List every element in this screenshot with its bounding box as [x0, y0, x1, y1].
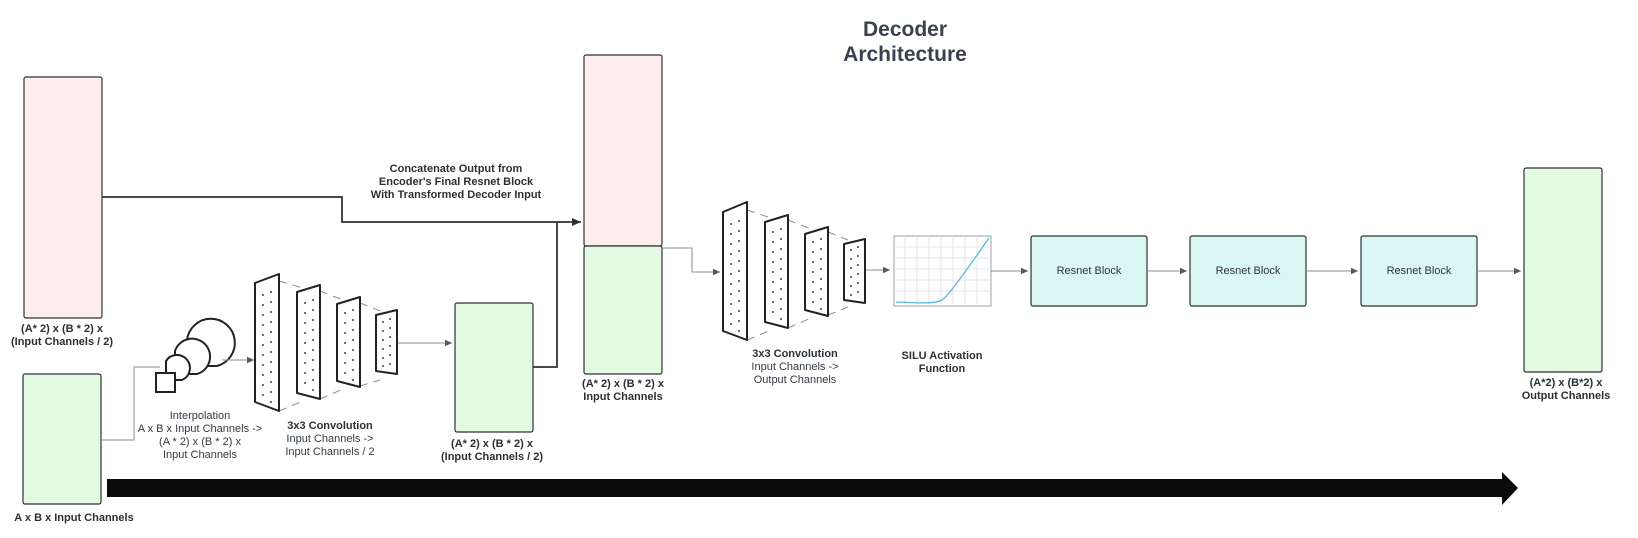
conv2-label-line: Input Channels ->: [751, 361, 839, 373]
flow-direction-arrow: [107, 472, 1518, 505]
skip-connection-arrow: [102, 196, 581, 226]
conv2-label-title: 3x3 Convolution: [752, 348, 838, 360]
concat-tensor-decoder-part: [583, 245, 663, 375]
input-label: A x B x Input Channels: [14, 512, 134, 524]
silu-label: SILU Activation Function: [902, 350, 983, 376]
concat-label: Concatenate Output from Encoder's Final …: [371, 163, 541, 202]
conv1-output-label-line: (A* 2) x (B * 2) x: [451, 438, 533, 450]
final-output-tensor: [1523, 167, 1603, 373]
final-output-label-line: (A*2) x (B*2) x: [1529, 377, 1603, 389]
encoder-skip-tensor: [23, 76, 103, 319]
concat-label-line: Encoder's Final Resnet Block: [378, 176, 534, 188]
conv2-label: 3x3 Convolution Input Channels -> Output…: [751, 348, 838, 387]
input-tensor: [22, 373, 102, 505]
conv1-label-line: Input Channels / 2: [285, 446, 375, 458]
conv1-output-label: (A* 2) x (B * 2) x (Input Channels / 2): [441, 438, 543, 464]
diagram-title: Decoder Architecture: [843, 17, 967, 67]
silu-activation-plot: [893, 235, 992, 307]
concat-label-line: Concatenate Output from: [389, 163, 523, 175]
encoder-skip-label-line: (A* 2) x (B * 2) x: [21, 323, 103, 335]
resnet-block-1: Resnet Block: [1030, 235, 1148, 307]
resnet-block-1-label: Resnet Block: [1057, 265, 1122, 277]
final-output-label-line: Output Channels: [1521, 390, 1611, 402]
encoder-skip-label-line: (Input Channels / 2): [10, 336, 114, 348]
input-to-interp-arrow: [101, 366, 160, 441]
concat-to-conv2-arrow: [662, 247, 720, 276]
resnet-block-3: Resnet Block: [1360, 235, 1478, 307]
interpolation-label: Interpolation A x B x Input Channels -> …: [138, 410, 262, 462]
silu-label-line: SILU Activation: [901, 350, 983, 362]
interpolation-label-line: (A * 2) x (B * 2) x: [159, 436, 241, 448]
conv1-label-line: Input Channels ->: [286, 433, 374, 445]
conv1-icon: [254, 273, 398, 412]
concat-label-line: With Transformed Decoder Input: [370, 189, 542, 201]
interpolation-label-line: A x B x Input Channels ->: [137, 423, 263, 435]
resnet-block-2-label: Resnet Block: [1216, 265, 1281, 277]
concat-tensor-encoder-part: [583, 54, 663, 247]
diagram-title-line-1: Decoder: [862, 18, 948, 41]
conv1-output-label-line: (Input Channels / 2): [440, 451, 544, 463]
conv1-to-concat-arrow: [533, 222, 558, 368]
conv1-output-tensor: [454, 302, 534, 433]
conv2-label-line: Output Channels: [753, 374, 837, 386]
encoder-skip-label: (A* 2) x (B * 2) x (Input Channels / 2): [11, 323, 113, 349]
interpolation-label-line: Interpolation: [169, 410, 231, 422]
resnet-block-3-label: Resnet Block: [1387, 265, 1452, 277]
diagram-title-line-2: Architecture: [843, 43, 967, 66]
concat-output-label-line: (A* 2) x (B * 2) x: [582, 378, 664, 390]
conv1-label: 3x3 Convolution Input Channels -> Input …: [285, 420, 374, 459]
final-output-label: (A*2) x (B*2) x Output Channels: [1522, 377, 1611, 403]
silu-label-line: Function: [918, 363, 966, 375]
conv2-icon: [722, 201, 866, 341]
concat-output-label: (A* 2) x (B * 2) x Input Channels: [582, 378, 664, 404]
interpolation-icon: [155, 317, 236, 393]
concat-output-label-line: Input Channels: [583, 391, 663, 403]
resnet-block-2: Resnet Block: [1189, 235, 1307, 307]
conv1-label-title: 3x3 Convolution: [287, 420, 373, 432]
interpolation-label-line: Input Channels: [163, 449, 237, 461]
